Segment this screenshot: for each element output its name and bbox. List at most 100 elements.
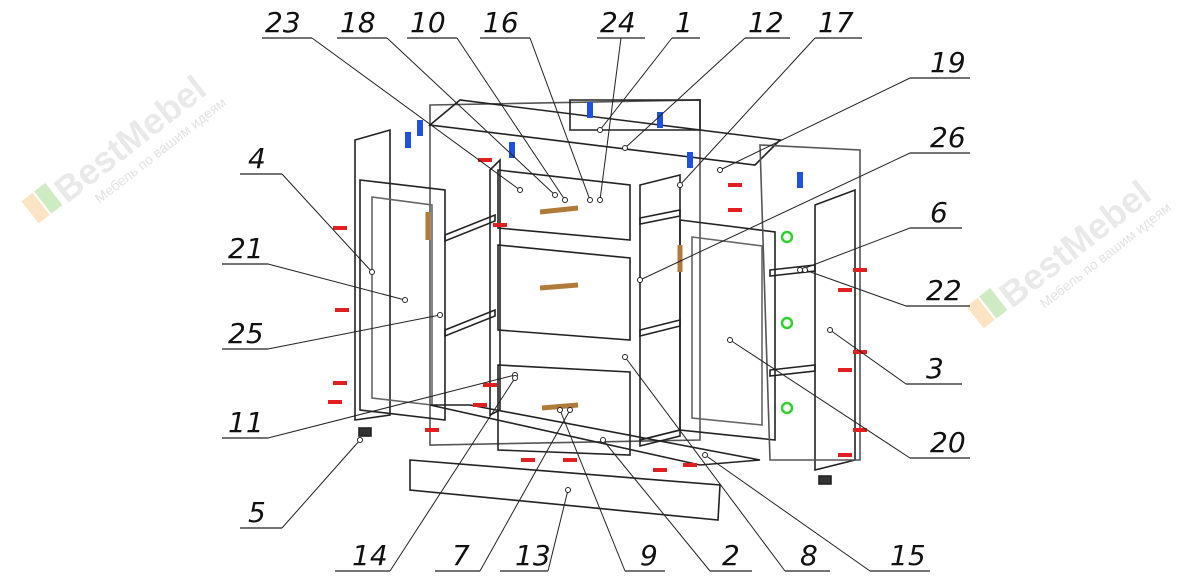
leader-line <box>599 37 673 131</box>
callout-number: 19 <box>930 46 966 79</box>
callout-number: 14 <box>352 539 388 572</box>
leader-line <box>267 263 406 301</box>
leader-dot <box>357 437 363 443</box>
callout-9: 9 <box>557 407 665 572</box>
callout-18: 18 <box>337 6 558 198</box>
leader-line <box>267 374 516 439</box>
screw-icon <box>728 183 742 187</box>
callout-15: 15 <box>702 452 930 572</box>
callout-20: 20 <box>727 337 970 459</box>
back-panel <box>429 99 701 446</box>
leader-dot <box>827 327 833 333</box>
callout-number: 6 <box>930 196 948 229</box>
leader-line <box>624 37 746 149</box>
callout-4: 4 <box>240 142 375 275</box>
plinth <box>409 459 721 521</box>
shelf <box>769 264 816 277</box>
drawer-front-middle <box>497 244 631 341</box>
drawer-handle <box>541 402 579 411</box>
leader-line <box>281 173 373 273</box>
callout-25: 25 <box>222 312 443 350</box>
leader-line <box>704 454 871 572</box>
screw-icon <box>328 400 342 404</box>
screw-icon <box>483 383 497 387</box>
callout-number: 12 <box>748 6 784 39</box>
watermark-brand: BestMebel <box>991 172 1158 315</box>
callout-19: 19 <box>717 46 970 173</box>
callout-16: 16 <box>480 6 593 203</box>
callout-number: 7 <box>452 539 470 572</box>
leader-line <box>547 489 569 572</box>
callout-8: 8 <box>622 354 830 572</box>
shelf <box>639 209 681 225</box>
leader-dot <box>622 354 628 360</box>
leader-line <box>729 339 911 459</box>
callout-12: 12 <box>622 6 790 151</box>
leader-dot <box>369 269 375 275</box>
screw-icon <box>335 308 349 312</box>
leader-dot <box>567 407 573 413</box>
drawer-front-bottom <box>497 364 631 456</box>
drawer-front-top <box>497 169 631 241</box>
screw-icon <box>333 226 347 230</box>
hinge-icon <box>509 142 515 158</box>
callout-number: 2 <box>722 539 740 572</box>
callout-number: 16 <box>483 6 519 39</box>
callout-number: 5 <box>248 496 266 529</box>
top-board <box>428 99 782 166</box>
screw-icon <box>493 223 507 227</box>
top-rail <box>569 99 701 131</box>
callout-26: 26 <box>637 121 970 283</box>
leader-line <box>529 37 591 201</box>
screw-icon <box>838 288 852 292</box>
callout-number: 9 <box>640 539 658 572</box>
leader-line <box>639 152 911 281</box>
leader-dot <box>597 197 603 203</box>
leader-line <box>799 227 911 271</box>
callout-13: 13 <box>500 487 571 572</box>
callout-number: 13 <box>515 539 551 572</box>
callout-number: 18 <box>340 6 376 39</box>
cam-lock-icon <box>780 230 794 244</box>
leader-line <box>267 314 441 350</box>
callout-number: 24 <box>600 6 636 39</box>
leader-line <box>386 37 556 196</box>
watermark-brand: BestMebel <box>46 67 213 210</box>
callout-6: 6 <box>797 196 962 273</box>
shelf <box>639 428 681 448</box>
leader-dot <box>797 267 803 273</box>
hinge-icon <box>405 132 411 148</box>
callout-14: 14 <box>335 375 518 572</box>
callout-number: 8 <box>800 539 818 572</box>
leader-dot <box>587 197 593 203</box>
furniture-exploded-view <box>328 99 867 521</box>
callout-number: 4 <box>248 142 266 175</box>
callout-5: 5 <box>240 437 363 529</box>
screw-icon <box>853 268 867 272</box>
leader-line <box>479 409 571 572</box>
callout-10: 10 <box>407 6 568 203</box>
shelf <box>769 364 816 377</box>
shelf <box>444 213 496 243</box>
right-door-glass <box>691 236 763 426</box>
hinge-icon <box>687 152 693 168</box>
leader-line <box>602 439 711 572</box>
callout-2: 2 <box>600 437 752 572</box>
leader-dot <box>622 145 628 151</box>
screw-icon <box>425 428 439 432</box>
screw-icon <box>853 428 867 432</box>
cam-lock-icon <box>780 316 794 330</box>
drawer-handle <box>539 205 579 215</box>
callout-number: 25 <box>228 317 264 350</box>
left-side-panel <box>354 128 391 421</box>
hinge-icon <box>657 112 663 128</box>
callout-3: 3 <box>827 327 962 385</box>
callout-number: 17 <box>818 6 854 39</box>
hinge-icon <box>587 102 593 118</box>
right-side-panel <box>814 188 856 472</box>
callout-number: 20 <box>930 426 966 459</box>
